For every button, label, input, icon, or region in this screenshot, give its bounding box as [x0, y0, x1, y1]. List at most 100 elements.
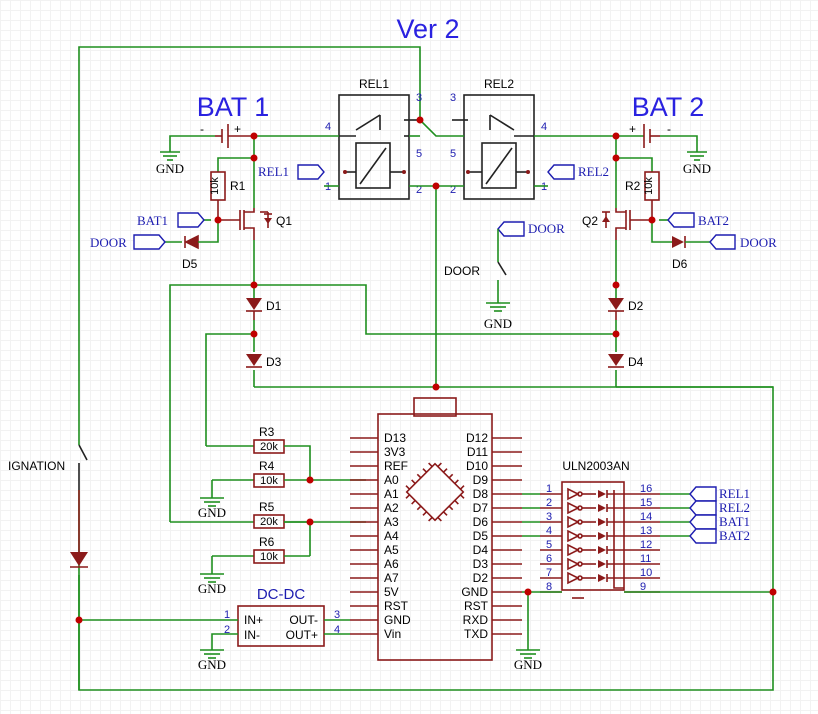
svg-text:10k: 10k — [260, 475, 278, 487]
svg-text:R5: R5 — [259, 500, 275, 514]
svg-text:IGNATION: IGNATION — [8, 459, 65, 473]
door-switch: DOOR DOOR GND — [444, 221, 565, 331]
svg-text:GND: GND — [514, 657, 542, 672]
arduino-left-pin: RST — [384, 599, 409, 613]
svg-text:3: 3 — [416, 92, 422, 104]
arduino-right-pin: RXD — [463, 613, 489, 627]
svg-text:REL1: REL1 — [258, 164, 289, 179]
svg-text:2: 2 — [224, 624, 230, 636]
svg-text:BAT1: BAT1 — [137, 213, 168, 228]
svg-text:D1: D1 — [266, 299, 282, 313]
svg-text:GND: GND — [198, 505, 226, 520]
uln-left-pin-num: 2 — [546, 497, 552, 509]
svg-text:-: - — [200, 122, 204, 136]
svg-text:IN-: IN- — [244, 628, 260, 642]
svg-text:3: 3 — [450, 92, 456, 104]
svg-text:DOOR: DOOR — [444, 264, 480, 278]
svg-text:R2: R2 — [625, 179, 641, 193]
arduino-left-pin: 5V — [384, 585, 399, 599]
net-flag-bat2-q2: BAT2 — [667, 212, 729, 228]
uln-output-label: REL1 — [719, 486, 750, 501]
uln-output-label: REL2 — [719, 500, 750, 515]
svg-text:+: + — [629, 122, 636, 136]
svg-text:1: 1 — [325, 181, 331, 193]
svg-text:D4: D4 — [628, 355, 644, 369]
right-mosfet-circuit: 10k R2 Q2 D6 — [582, 136, 710, 298]
arduino-left-pin: A0 — [384, 473, 399, 487]
relay-rel2: REL2 3 4 5 1 2 — [450, 77, 547, 200]
d5-label: D5 — [182, 257, 198, 271]
arduino-right-pin: D5 — [473, 529, 489, 543]
arduino-right-pin: D2 — [473, 571, 489, 585]
uln-output-flag — [689, 500, 717, 516]
svg-text:10k: 10k — [260, 551, 278, 563]
arduino-left-pin: A5 — [384, 543, 399, 557]
svg-text:R3: R3 — [259, 425, 275, 439]
svg-text:DOOR: DOOR — [740, 235, 777, 250]
resistor-divider: 20k R3 10k R4 GND 20k R5 10k R6 GND — [170, 425, 366, 596]
arduino-left-pin: 3V3 — [384, 445, 406, 459]
uln-left-pin-num: 4 — [546, 525, 552, 537]
svg-text:ULN2003AN: ULN2003AN — [562, 459, 629, 473]
svg-text:2: 2 — [450, 184, 456, 196]
uln-right-pin-num: 13 — [640, 525, 652, 537]
arduino-left-pin: A3 — [384, 515, 399, 529]
svg-text:Q1: Q1 — [276, 214, 292, 228]
svg-text:DC-DC: DC-DC — [257, 586, 305, 603]
steering-diodes: D1 D2 D3 D4 — [169, 284, 773, 522]
arduino-right-pin: D3 — [473, 557, 489, 571]
arduino-left-pin: D13 — [384, 431, 406, 445]
net-flag-door-d5: DOOR — [90, 234, 166, 250]
uln-right-pin-num: 9 — [640, 581, 646, 593]
uln-right-pin-num: 16 — [640, 483, 652, 495]
uln-right-pin-num: 11 — [640, 553, 651, 565]
d6-label: D6 — [672, 257, 688, 271]
relay-wiring — [254, 119, 616, 387]
arduino-right-pin: GND — [461, 585, 488, 599]
rel1-ref: REL1 — [359, 77, 389, 91]
uln-right-pin-num: 15 — [640, 497, 652, 509]
uln-right-pin-num: 12 — [640, 539, 652, 551]
bat2-heading: BAT 2 — [632, 92, 705, 122]
svg-text:GND: GND — [484, 316, 512, 331]
svg-text:10k: 10k — [209, 177, 221, 195]
arduino-right-pin: D11 — [467, 445, 488, 459]
arduino-right-pin: D7 — [473, 501, 489, 515]
svg-text:1: 1 — [541, 181, 547, 193]
svg-text:3: 3 — [334, 609, 340, 621]
net-flag-rel1-left: REL1 — [258, 164, 325, 180]
left-mosfet-circuit: 10k R1 Q1 D5 — [165, 136, 292, 298]
arduino-right-pin: D4 — [473, 543, 489, 557]
arduino-left-pin: A6 — [384, 557, 399, 571]
svg-text:R1: R1 — [230, 179, 246, 193]
rel2-ref: REL2 — [484, 77, 514, 91]
svg-text:4: 4 — [325, 121, 331, 133]
dcdc-converter: DC-DC IN+ IN- OUT- OUT+ 1 2 3 4 GND — [79, 586, 350, 672]
battery-bat2: + - GND — [616, 122, 711, 176]
uln-left-pin-num: 6 — [546, 553, 552, 565]
svg-text:4: 4 — [334, 624, 340, 636]
svg-text:GND: GND — [198, 657, 226, 672]
arduino-left-pin: A2 — [384, 501, 399, 515]
svg-text:20k: 20k — [260, 516, 278, 528]
svg-text:BAT2: BAT2 — [698, 213, 729, 228]
uln-right-pin-num: 14 — [640, 511, 652, 523]
svg-text:10k: 10k — [643, 177, 655, 195]
svg-text:DOOR: DOOR — [90, 235, 127, 250]
uln-left-pin-num: 5 — [546, 539, 552, 551]
arduino-right-pin: D10 — [466, 459, 488, 473]
svg-text:GND: GND — [683, 161, 711, 176]
arduino-right-pin: D8 — [473, 487, 489, 501]
arduino-left-pin: GND — [384, 613, 411, 627]
arduino-right-pin: D9 — [473, 473, 489, 487]
ignition-switch: IGNATION — [8, 444, 88, 568]
svg-text:5: 5 — [450, 148, 456, 160]
svg-text:OUT+: OUT+ — [286, 628, 318, 642]
arduino-left-pin: Vin — [384, 627, 401, 641]
svg-text:IN+: IN+ — [244, 613, 263, 627]
uln-output-label: BAT1 — [719, 514, 750, 529]
uln-left-pin-num: 7 — [546, 567, 552, 579]
